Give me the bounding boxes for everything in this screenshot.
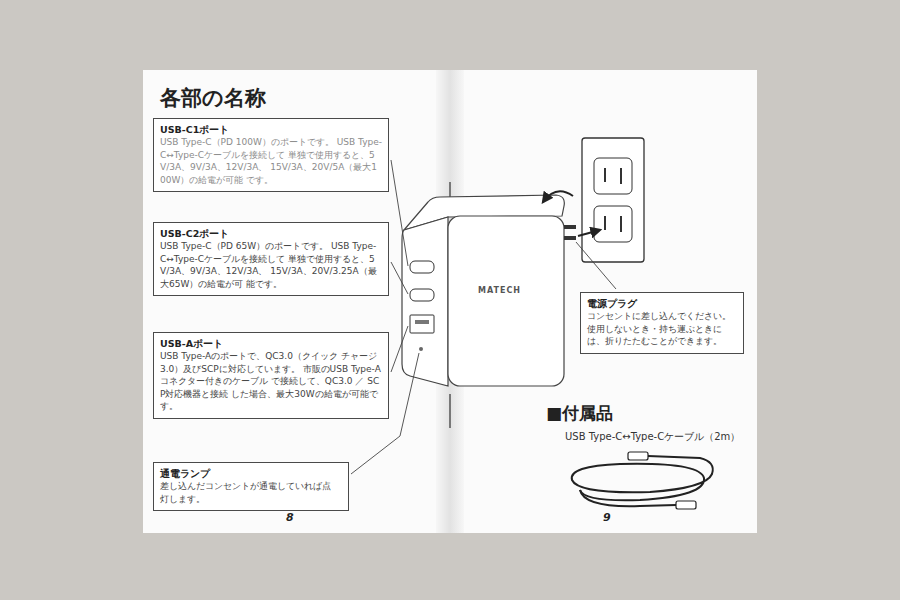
part-name: USB-Aポート	[160, 337, 382, 350]
usb-c-port	[410, 261, 434, 273]
cable-connector	[628, 452, 648, 460]
usb-c-port	[410, 289, 434, 301]
socket	[594, 206, 632, 242]
charger-side	[402, 217, 448, 386]
slot	[604, 216, 606, 230]
cable-coil	[572, 456, 713, 500]
insert-arrow	[578, 230, 600, 236]
cable-coil	[580, 490, 676, 506]
callout-box: 通電ランプ差し込んだコンセントが通電していれば点 灯します。	[153, 462, 349, 511]
cable-connector	[676, 501, 696, 509]
part-description: USB Type-Aのポートで、QC3.0（クイック チャージ3.0）及びSCP…	[160, 350, 382, 413]
leader-line	[391, 326, 408, 372]
part-description: USB Type-C（PD 65W）のポートです。 USB Type-C↔Typ…	[160, 240, 382, 290]
booklet	[143, 70, 757, 533]
page-number: 8	[286, 511, 294, 524]
part-description: USB Type-C（PD 100W）のポートです。 USB Type-C↔Ty…	[160, 136, 382, 186]
page-title: 各部の名称	[160, 84, 266, 112]
leader-line	[576, 242, 616, 289]
slot	[620, 216, 622, 232]
part-name: 通電ランプ	[160, 467, 342, 480]
callout-box: 電源プラグコンセントに差し込んでください。 使用しないとき・持ち運ぶときに は、…	[580, 292, 744, 354]
leader-lines	[351, 160, 616, 474]
cable	[572, 452, 713, 509]
socket	[594, 158, 632, 194]
power-lamp	[419, 347, 423, 351]
plug-prong	[564, 236, 576, 240]
staple	[449, 394, 451, 428]
charger-front	[448, 216, 564, 386]
outlet-plate	[582, 138, 644, 262]
usb-a-port	[410, 315, 434, 333]
callout-box: USB-C2ポートUSB Type-C（PD 65W）のポートです。 USB T…	[153, 222, 389, 296]
page-number: 9	[603, 511, 611, 524]
section-heading: ■付属品	[546, 402, 613, 425]
fold-arrow	[543, 191, 573, 202]
page	[143, 70, 757, 533]
leader-line	[391, 262, 408, 294]
leader-line	[391, 160, 408, 266]
part-name: USB-C1ポート	[160, 123, 382, 136]
charger	[402, 191, 576, 386]
accessory-name: USB Type-C↔Type-Cケーブル（2m）	[565, 430, 740, 444]
part-name: 電源プラグ	[587, 297, 737, 310]
usb-a-tongue	[415, 320, 429, 324]
plug-prong	[564, 225, 576, 229]
callout-box: USB-C1ポートUSB Type-C（PD 100W）のポートです。 USB …	[153, 118, 389, 192]
callout-box: USB-AポートUSB Type-Aのポートで、QC3.0（クイック チャージ3…	[153, 332, 389, 419]
wall-outlet	[578, 138, 644, 262]
part-description: コンセントに差し込んでください。 使用しないとき・持ち運ぶときに は、折りたたむ…	[587, 310, 737, 348]
part-name: USB-C2ポート	[160, 227, 382, 240]
slot	[620, 168, 622, 184]
part-description: 差し込んだコンセントが通電していれば点 灯します。	[160, 480, 342, 505]
brand-logo: MATECH	[478, 286, 521, 295]
slot	[604, 168, 606, 182]
